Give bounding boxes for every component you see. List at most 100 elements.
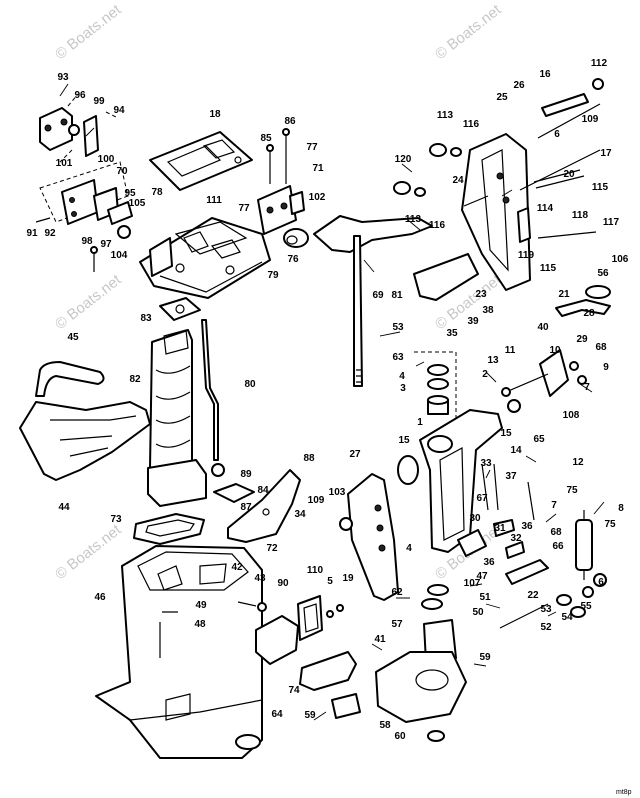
callout-41: 41 — [374, 634, 386, 645]
callout-19: 19 — [342, 573, 354, 584]
callout-64: 64 — [271, 709, 283, 720]
callout-119: 119 — [518, 250, 535, 261]
callout-79: 79 — [267, 270, 279, 281]
lower-mount-assembly — [331, 619, 467, 742]
washers — [421, 584, 449, 610]
callout-3: 3 — [400, 383, 406, 394]
callout-40: 40 — [537, 322, 549, 333]
callout-12: 12 — [572, 457, 584, 468]
stern-bracket — [339, 473, 399, 601]
callout-113: 113 — [405, 214, 422, 225]
exhaust-housing — [95, 545, 263, 759]
callout-109: 109 — [308, 495, 325, 506]
reverse-lock-springs — [481, 463, 535, 521]
callout-36: 36 — [521, 521, 533, 532]
callout-60: 60 — [394, 731, 406, 742]
callout-66: 66 — [552, 541, 564, 552]
callout-111: 111 — [206, 195, 222, 206]
callout-1: 1 — [417, 417, 423, 428]
callout-15: 15 — [398, 435, 410, 446]
callout-32: 32 — [510, 533, 522, 544]
callout-52: 52 — [540, 622, 552, 633]
callout-118: 118 — [572, 210, 589, 221]
callout-54: 54 — [561, 612, 573, 623]
gasket — [149, 131, 253, 191]
callout-7: 7 — [584, 382, 590, 393]
lower-cover — [19, 361, 151, 481]
callout-57: 57 — [391, 619, 403, 630]
callout-22: 22 — [527, 590, 539, 601]
callout-42: 42 — [231, 562, 243, 573]
callout-97: 97 — [100, 239, 112, 250]
callout-10: 10 — [549, 345, 561, 356]
callout-82: 82 — [129, 374, 141, 385]
steering-shaft — [313, 215, 433, 387]
callout-51: 51 — [479, 592, 491, 603]
callout-115: 115 — [592, 182, 609, 193]
callout-5: 5 — [327, 576, 333, 587]
callout-28: 28 — [583, 308, 595, 319]
callout-71: 71 — [312, 163, 324, 174]
callout-102: 102 — [309, 192, 326, 203]
callout-89: 89 — [240, 469, 252, 480]
callout-68: 68 — [550, 527, 562, 538]
callout-6: 6 — [598, 577, 604, 588]
callout-75: 75 — [604, 519, 616, 530]
callout-56: 56 — [597, 268, 609, 279]
callout-108: 108 — [563, 410, 580, 421]
callout-20: 20 — [563, 169, 575, 180]
callout-113: 113 — [437, 110, 454, 121]
callout-4: 4 — [406, 543, 412, 554]
callout-88: 88 — [303, 453, 315, 464]
callout-38: 38 — [482, 305, 494, 316]
callout-103: 103 — [329, 487, 346, 498]
callout-112: 112 — [591, 58, 608, 69]
callout-35: 35 — [446, 328, 458, 339]
callout-46: 46 — [94, 592, 106, 603]
bushing — [283, 228, 309, 248]
callout-23: 23 — [475, 289, 487, 300]
tilt-tube — [519, 78, 604, 191]
callout-94: 94 — [113, 105, 125, 116]
callout-50: 50 — [472, 607, 484, 618]
callout-105: 105 — [129, 198, 146, 209]
callout-59: 59 — [304, 710, 316, 721]
callout-117: 117 — [603, 217, 620, 228]
callout-116: 116 — [429, 220, 446, 231]
callout-87: 87 — [240, 502, 252, 513]
callout-99: 99 — [93, 96, 105, 107]
callout-30: 30 — [469, 513, 481, 524]
callout-100: 100 — [98, 154, 115, 165]
stern-plate-assembly — [35, 161, 133, 272]
callout-58: 58 — [379, 720, 391, 731]
callout-25: 25 — [496, 92, 508, 103]
reverse-lock — [457, 519, 525, 559]
callout-83: 83 — [140, 313, 152, 324]
callout-62: 62 — [391, 587, 403, 598]
callout-55: 55 — [580, 601, 592, 612]
callout-2: 2 — [482, 369, 488, 380]
callout-69: 69 — [372, 290, 384, 301]
callout-24: 24 — [452, 175, 464, 186]
seal-ring — [133, 513, 205, 545]
clamp-screws — [393, 143, 462, 197]
bracket-plate — [413, 253, 479, 301]
callout-45: 45 — [67, 332, 79, 343]
watermark: © Boats.net — [52, 521, 125, 583]
gasket-small — [159, 297, 201, 321]
callout-109: 109 — [582, 114, 599, 125]
callout-93: 93 — [57, 72, 69, 83]
callout-6: 6 — [554, 129, 560, 140]
callout-8: 8 — [618, 503, 624, 514]
callout-91: 91 — [26, 228, 38, 239]
callout-47: 47 — [476, 571, 488, 582]
callout-59: 59 — [479, 652, 491, 663]
callout-31: 31 — [494, 523, 506, 534]
callout-4: 4 — [399, 371, 405, 382]
callout-14: 14 — [510, 445, 522, 456]
exhaust-tube — [147, 329, 207, 507]
callout-101: 101 — [56, 158, 73, 169]
callout-85: 85 — [260, 133, 272, 144]
